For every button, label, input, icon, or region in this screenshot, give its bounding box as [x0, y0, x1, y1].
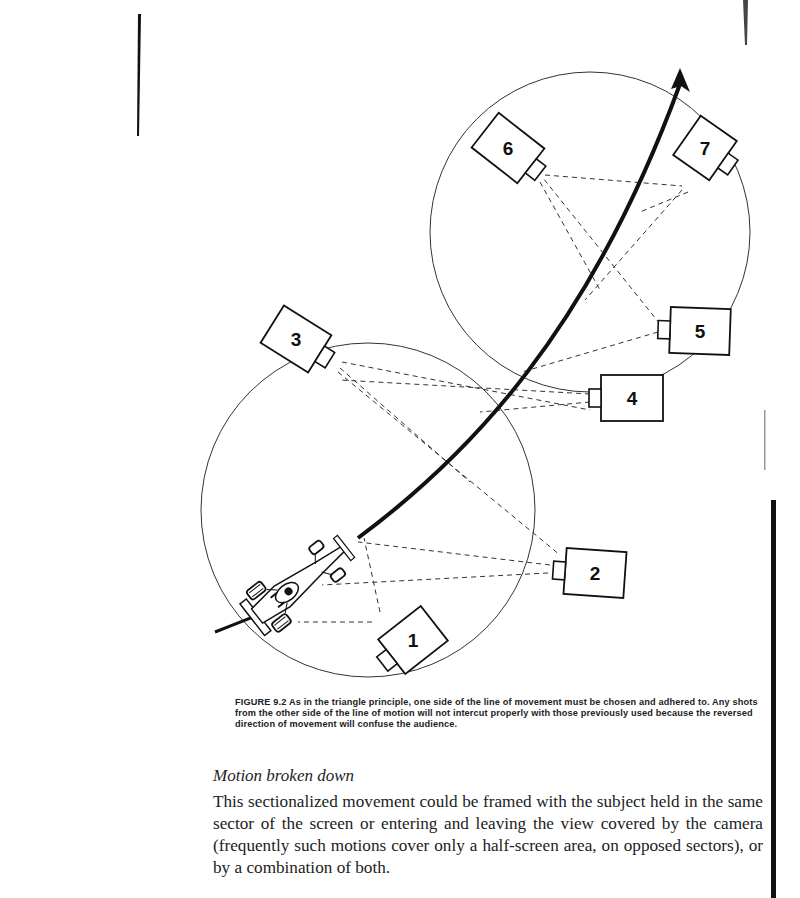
callout-number: 6 — [503, 139, 514, 158]
callout-number: 7 — [700, 139, 711, 158]
callout-number: 5 — [695, 322, 706, 341]
callout-number: 2 — [590, 564, 601, 583]
callout-number: 3 — [291, 330, 302, 349]
camera-box: 7 — [681, 126, 729, 170]
camera-box: 3 — [268, 317, 324, 361]
callout-number: 4 — [627, 389, 638, 408]
camera-box: 2 — [565, 550, 625, 596]
camera-box: 4 — [601, 375, 663, 421]
figure-caption: FIGURE 9.2 As in the triangle principle,… — [235, 697, 770, 730]
callout-number: 1 — [408, 631, 419, 650]
camera-box: 6 — [479, 126, 537, 170]
camera-box: 5 — [670, 308, 730, 354]
section-heading: Motion broken down — [213, 766, 354, 786]
body-paragraph: This sectionalized movement could be fra… — [213, 791, 763, 879]
camera-box: 1 — [386, 618, 440, 662]
